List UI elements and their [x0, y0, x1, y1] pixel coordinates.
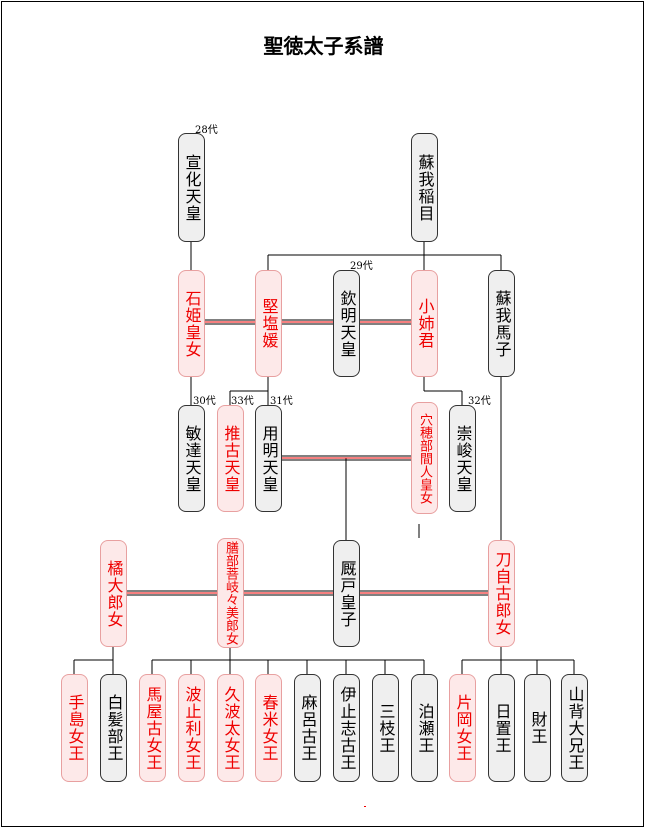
person-name: 崇峻天皇 [453, 424, 473, 493]
person-name: 三枝王 [376, 702, 396, 754]
person-name: 波止利女王 [182, 685, 202, 771]
person-senka[interactable]: 宣化天皇 [178, 133, 205, 242]
person-umayado[interactable]: 厩戸皇子 [333, 540, 360, 647]
person-anahobe[interactable]: 穴穂部間人皇女 [411, 402, 438, 514]
person-kitashi[interactable]: 堅塩媛 [255, 270, 282, 377]
person-name: 橘大郎女 [104, 559, 124, 628]
gen-label-32: 32代 [468, 396, 491, 407]
person-ishihime[interactable]: 石姫皇女 [178, 270, 205, 377]
person-name: 小姉君 [415, 298, 435, 349]
person-name: 久波太女王 [221, 685, 241, 771]
gen-label-31: 31代 [270, 396, 293, 407]
person-name: 堅塩媛 [259, 298, 279, 349]
person-maro[interactable]: 麻呂古王 [294, 674, 321, 782]
person-name: 宣化天皇 [182, 153, 202, 222]
person-yamashiro[interactable]: 山背大兄王 [561, 674, 588, 782]
person-name: 山背大兄王 [565, 685, 585, 771]
person-kuhata[interactable]: 久波太女王 [217, 674, 244, 782]
person-name: 蘇我稲目 [415, 153, 435, 222]
person-name: 刀自古郎女 [492, 551, 512, 636]
person-name: 欽明天皇 [337, 289, 357, 358]
person-name: 手島女王 [65, 694, 85, 762]
person-name: 膳部菩岐々美郎女 [223, 541, 238, 645]
person-shirakabe[interactable]: 白髪部王 [100, 674, 127, 782]
person-name: 厩戸皇子 [337, 559, 357, 628]
person-name: 馬屋古女王 [143, 685, 163, 771]
person-tsukime[interactable]: 春米女王 [255, 674, 282, 782]
person-takara[interactable]: 財王 [524, 674, 551, 782]
diagram-title: 聖徳太子系譜 [263, 34, 384, 58]
person-name: 財王 [528, 711, 548, 745]
person-name: 敏達天皇 [182, 424, 202, 493]
person-kashiwade[interactable]: 膳部菩岐々美郎女 [217, 538, 244, 648]
person-bidatsu[interactable]: 敏達天皇 [178, 405, 205, 512]
person-teshima[interactable]: 手島女王 [61, 674, 88, 782]
stray-mark [364, 806, 366, 807]
gen-label-33: 33代 [231, 396, 254, 407]
person-umayako[interactable]: 馬屋古女王 [139, 674, 166, 782]
person-sushun[interactable]: 崇峻天皇 [449, 405, 476, 512]
marriage-yomei-anahobe [282, 455, 411, 461]
person-kataoka[interactable]: 片岡女王 [449, 674, 476, 782]
marriage-kinmei [205, 319, 411, 325]
person-iname[interactable]: 蘇我稲目 [411, 133, 438, 242]
person-name: 推古天皇 [221, 424, 241, 493]
person-suiko[interactable]: 推古天皇 [217, 405, 244, 512]
person-name: 伊止志古王 [337, 685, 357, 771]
gen-label-28: 28代 [195, 125, 218, 136]
person-mieda[interactable]: 三枝王 [372, 674, 399, 782]
person-tojiko[interactable]: 刀自古郎女 [488, 540, 515, 647]
gen-label-29: 29代 [350, 261, 373, 272]
person-name: 白髪部王 [104, 694, 124, 762]
marriage-umayado [127, 590, 488, 596]
person-name: 蘇我馬子 [492, 289, 512, 358]
person-name: 泊瀬王 [415, 702, 435, 754]
person-tachibana[interactable]: 橘大郎女 [100, 540, 127, 647]
person-kinmei[interactable]: 欽明天皇 [333, 270, 360, 377]
person-yomei[interactable]: 用明天皇 [255, 405, 282, 512]
person-name: 穴穂部間人皇女 [417, 412, 432, 504]
gen-label-30: 30代 [193, 396, 216, 407]
person-umako[interactable]: 蘇我馬子 [488, 270, 515, 377]
person-name: 石姫皇女 [182, 289, 202, 358]
person-name: 麻呂古王 [298, 694, 318, 762]
person-hatsuse2[interactable]: 泊瀬王 [411, 674, 438, 782]
person-name: 日置王 [492, 702, 512, 754]
marriage-lines [127, 319, 488, 596]
person-hatsuse[interactable]: 波止利女王 [178, 674, 205, 782]
person-name: 片岡女王 [453, 694, 473, 762]
person-oane[interactable]: 小姉君 [411, 270, 438, 377]
person-ishishiko[interactable]: 伊止志古王 [333, 674, 360, 782]
person-name: 用明天皇 [259, 424, 279, 493]
person-hioki[interactable]: 日置王 [488, 674, 515, 782]
person-name: 春米女王 [259, 694, 279, 762]
